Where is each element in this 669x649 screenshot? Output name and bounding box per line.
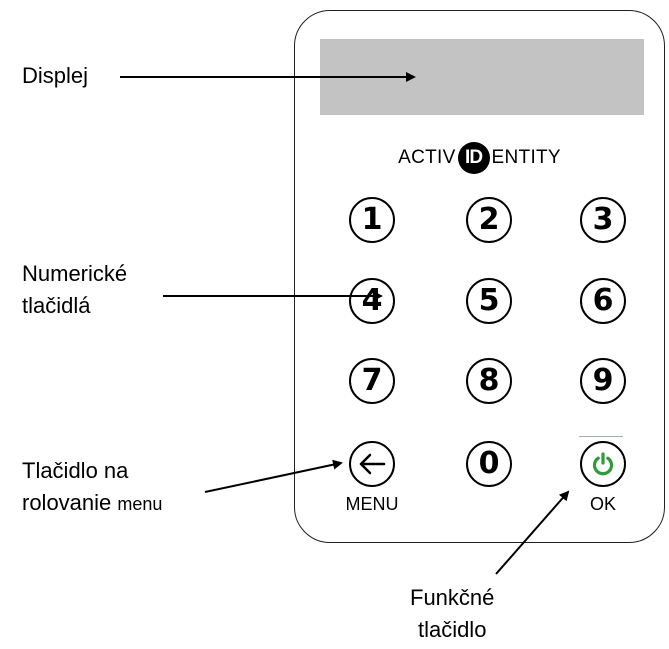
callout-scroll-line2: rolovanie menu xyxy=(22,487,162,520)
key-2[interactable]: 2 xyxy=(466,197,512,243)
callout-function-key: Funkčné tlačidlo xyxy=(410,582,494,646)
callout-display: Displej xyxy=(22,60,88,92)
callout-display-text: Displej xyxy=(22,63,89,88)
ok-key-accent-line xyxy=(579,436,623,437)
callout-numeric-keys: Numerické tlačidlá xyxy=(22,258,127,322)
key-9[interactable]: 9 xyxy=(580,358,626,404)
key-6[interactable]: 6 xyxy=(580,278,626,324)
callout-function-line1: Funkčné xyxy=(410,585,495,610)
key-0[interactable]: 0 xyxy=(466,441,512,487)
key-3[interactable]: 3 xyxy=(580,197,626,243)
ok-key-label: OK xyxy=(589,494,616,514)
callout-scroll-line2-text: rolovanie xyxy=(22,490,112,515)
key-1[interactable]: 1 xyxy=(349,197,395,243)
callout-scroll-line1: Tlačidlo na xyxy=(22,458,129,483)
brand-prefix: ACTIV xyxy=(398,147,456,168)
ok-button[interactable] xyxy=(580,441,626,487)
callout-function-line2: tlačidlo xyxy=(417,617,487,642)
menu-button[interactable] xyxy=(349,441,395,487)
key-7[interactable]: 7 xyxy=(349,358,395,404)
menu-key-label: MENU xyxy=(345,494,399,514)
callout-scroll-key: Tlačidlo na rolovanie menu xyxy=(22,455,162,520)
callout-numeric-line2: tlačidlá xyxy=(22,293,91,318)
key-4[interactable]: 4 xyxy=(349,278,395,324)
brand-id-badge: ID xyxy=(457,142,490,174)
left-arrow-icon xyxy=(359,453,386,475)
key-5[interactable]: 5 xyxy=(466,278,512,324)
callout-numeric-line1: Numerické xyxy=(22,261,128,286)
key-8[interactable]: 8 xyxy=(466,358,512,404)
power-icon xyxy=(592,452,614,476)
device-display-screen xyxy=(320,39,644,115)
brand-suffix: ENTITY xyxy=(491,147,561,168)
callout-scroll-menu-word: menu xyxy=(117,494,163,514)
